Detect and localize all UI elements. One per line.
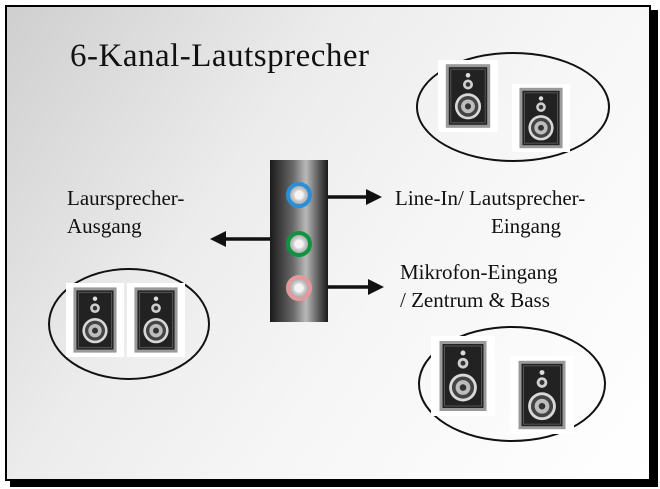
mic-input-label: Mikrofon-Eingang / Zentrum & Bass [400, 258, 557, 314]
speaker-icon [66, 283, 124, 357]
speaker-icon [127, 283, 185, 357]
speaker-group-bottom-right [418, 326, 606, 442]
speaker-output-label: Laursprecher- Ausgang [67, 184, 184, 240]
line-in-label-line1: Line-In/ Lautsprecher- [395, 186, 586, 210]
line-in-label-line2: Eingang [491, 214, 561, 238]
mic-in-jack[interactable] [286, 275, 312, 301]
speaker-icon [510, 356, 574, 434]
speaker-group-top-right [416, 52, 610, 162]
frame-shadow-bottom [10, 481, 658, 487]
line-in-label: Line-In/ Lautsprecher- Eingang [395, 184, 585, 240]
frame-shadow-right [651, 10, 658, 484]
arrow-to-speaker-output-label [210, 231, 270, 247]
line-out-jack[interactable] [286, 231, 312, 257]
speaker-icon [438, 60, 498, 132]
line-in-jack[interactable] [286, 182, 312, 208]
arrow-to-line-in-label [328, 189, 382, 205]
speaker-output-label-line1: Laursprecher- [67, 186, 185, 210]
speaker-output-label-line2: Ausgang [67, 214, 142, 238]
mic-input-label-line2: / Zentrum & Bass [400, 288, 550, 312]
arrow-to-mic-label [328, 279, 384, 295]
mic-input-label-line1: Mikrofon-Eingang [400, 260, 558, 284]
speaker-icon [431, 336, 495, 416]
audio-jack-panel [270, 160, 328, 322]
speaker-group-left [48, 268, 210, 380]
speaker-icon [512, 84, 570, 152]
diagram-title: 6-Kanal-Lautsprecher [70, 38, 370, 74]
